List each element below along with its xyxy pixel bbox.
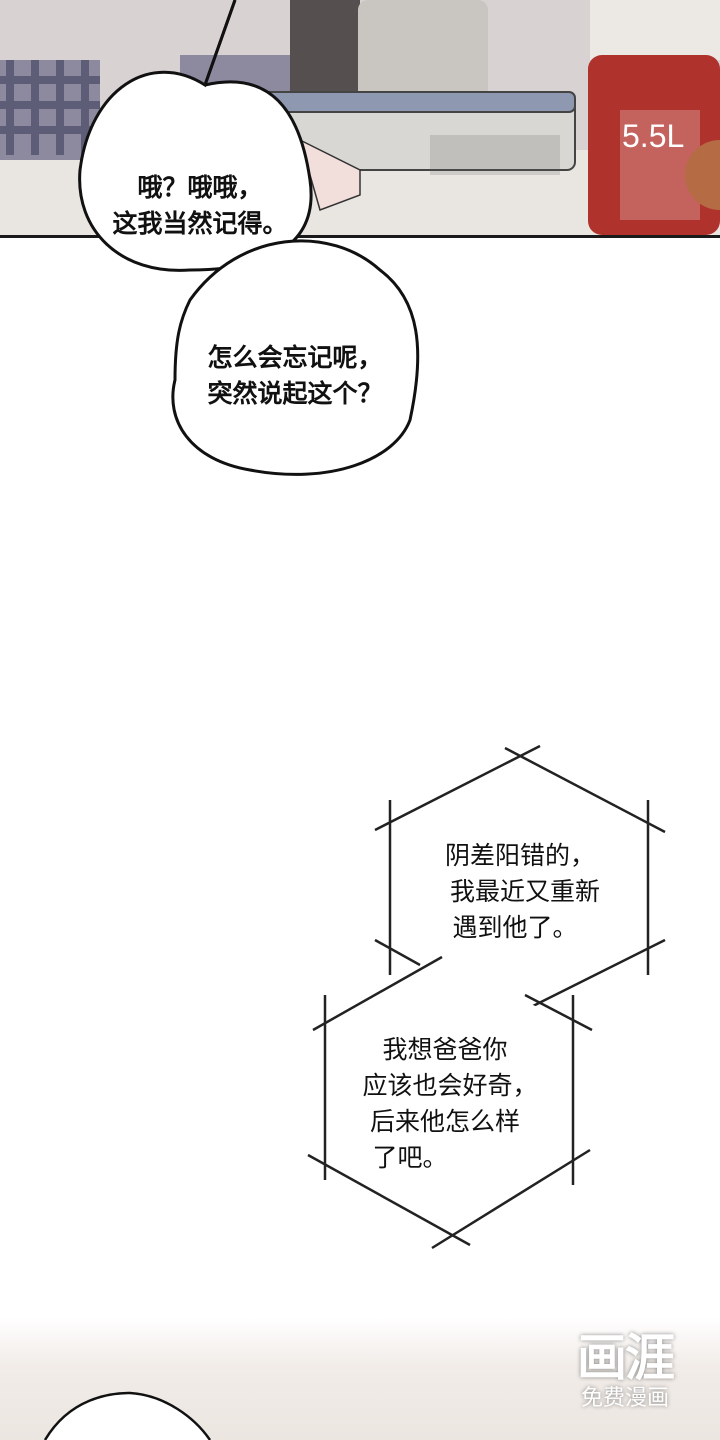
speech-bubbles	[78, 0, 420, 476]
speech-bubble-2	[171, 239, 420, 476]
speech-bubble-1	[78, 0, 313, 272]
watermark-logo: 画涯	[577, 1329, 675, 1387]
caption-frame-1	[374, 744, 666, 1012]
caption-2-line-2: 应该也会好奇，	[362, 1071, 538, 1100]
caption-1-line-2: 我最近又重新	[449, 877, 600, 906]
caption-2-line-4: 了吧。	[372, 1143, 448, 1172]
caption-2-line-3: 后来他怎么样	[369, 1107, 520, 1136]
kitchen-scene-panel: 5.5L	[0, 0, 720, 238]
bubble-1-line-2: 这我当然记得。	[112, 209, 288, 238]
caption-2-line-1: 我想爸爸你	[382, 1035, 508, 1064]
caption-1-line-3: 遇到他了。	[452, 913, 578, 942]
caption-frames	[307, 744, 666, 1250]
bubble-2-line-1: 怎么会忘记呢，	[207, 343, 383, 372]
caption-1-line-1: 阴差阳错的，	[444, 841, 595, 870]
container-label: 5.5L	[622, 118, 685, 154]
bubble-2-line-2: 突然说起这个？	[207, 379, 383, 408]
thermos	[358, 0, 488, 110]
caption-frame-2	[307, 955, 593, 1250]
bubble-1-line-1: 哦？哦哦，	[137, 173, 263, 202]
partial-speech-bubble	[43, 1391, 212, 1440]
next-panel: 画涯 免费漫画	[0, 1318, 720, 1440]
hand	[298, 138, 361, 211]
watermark-subtitle: 免费漫画	[580, 1386, 669, 1411]
